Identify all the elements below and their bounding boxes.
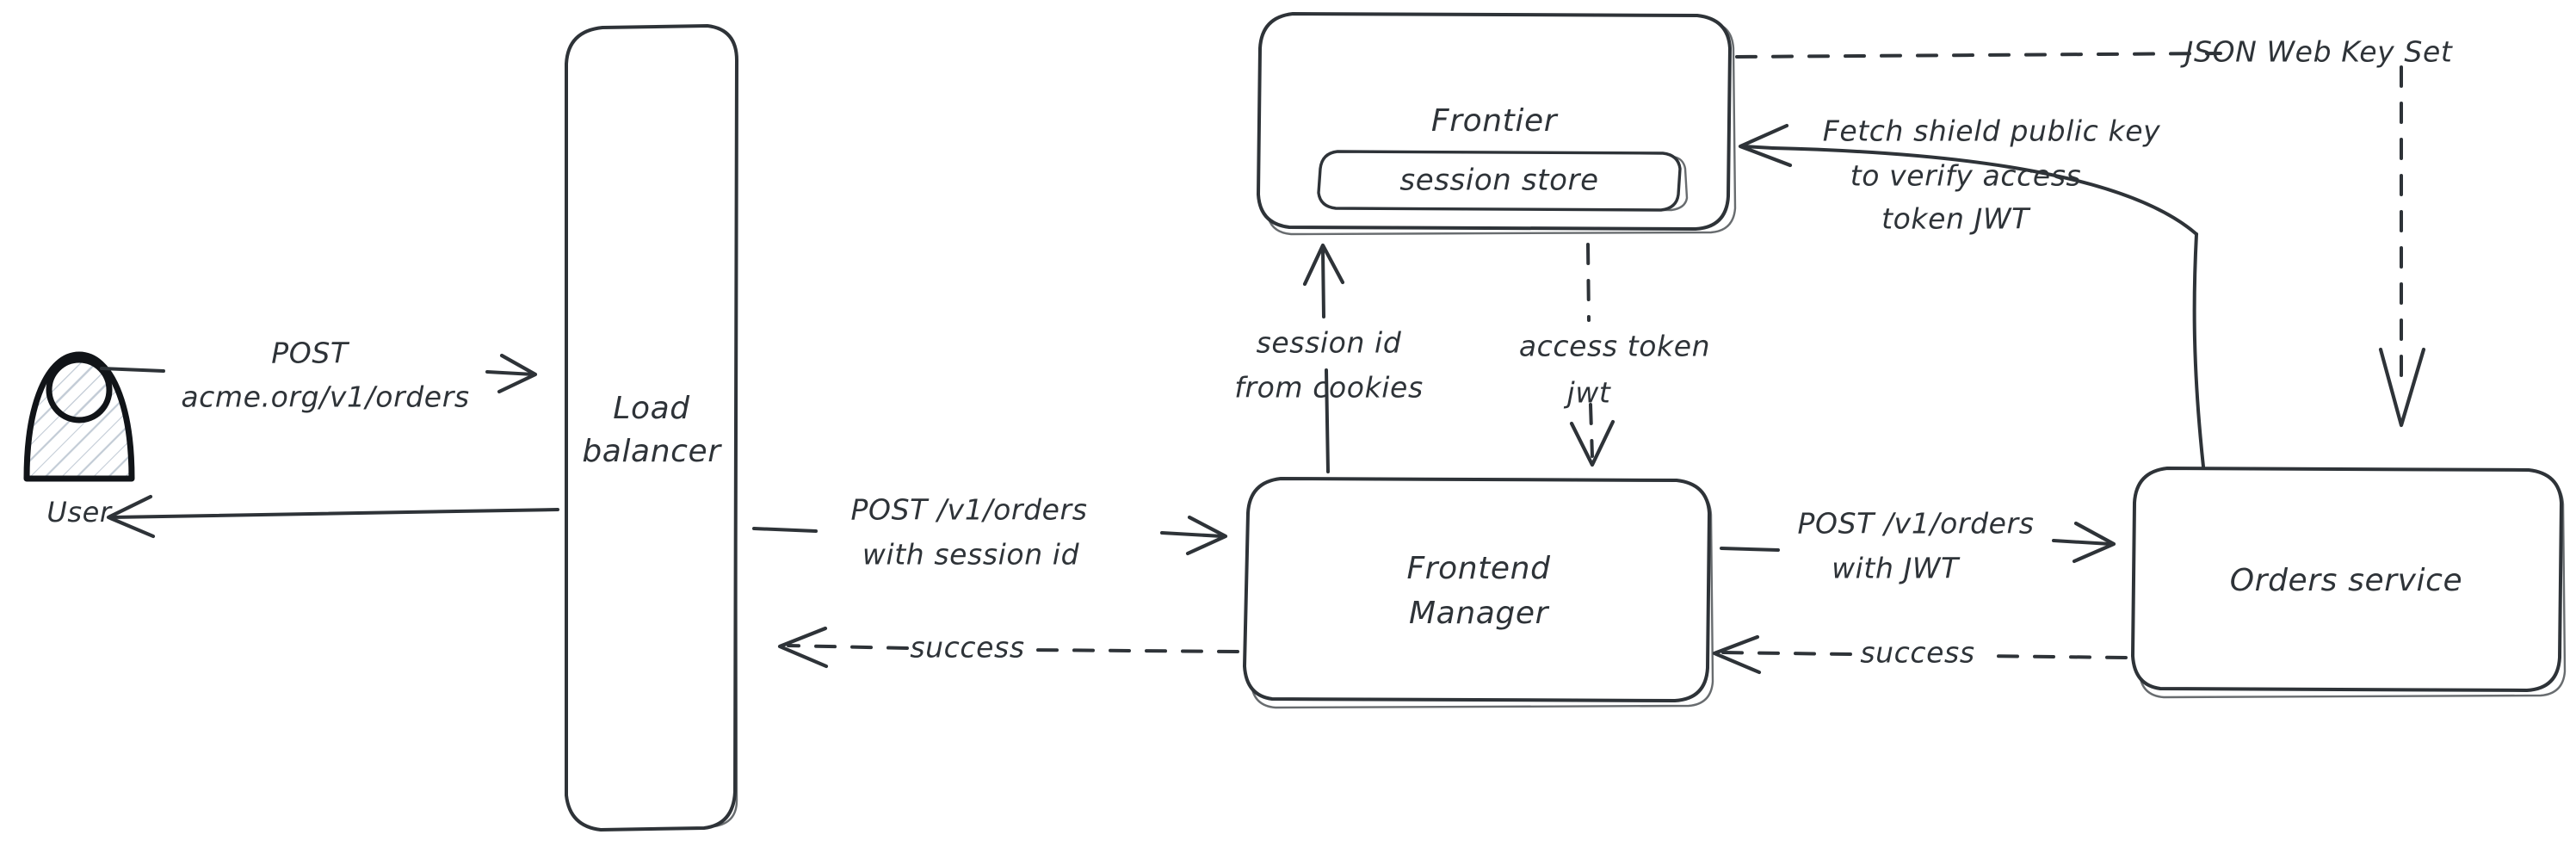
edge-label-access-token: access token bbox=[1519, 330, 1710, 363]
user-label: User bbox=[46, 496, 113, 529]
edge-frontend-manager-to-orders-service: POST /v1/orders with JWT bbox=[1720, 507, 2116, 585]
node-frontend-manager[interactable]: Frontend Manager bbox=[1243, 477, 1714, 709]
edge-user-to-load-balancer: POST acme.org/v1/orders bbox=[100, 337, 538, 414]
edge-frontend-manager-to-frontier: session id from cookies bbox=[1234, 243, 1424, 473]
edge-orders-service-to-frontend-manager: success bbox=[1712, 634, 2128, 675]
user-avatar-icon bbox=[23, 351, 135, 482]
edge-label-session-id: session id bbox=[1257, 326, 1402, 360]
edge-label-from-cookies: from cookies bbox=[1234, 371, 1424, 405]
edge-label-with-jwt: with JWT bbox=[1832, 552, 1961, 585]
edge-label-acme-url: acme.org/v1/orders bbox=[181, 380, 469, 414]
frontend-manager-label-line1: Frontend bbox=[1406, 551, 1551, 586]
edge-label-with-session-id: with session id bbox=[862, 538, 1080, 572]
edge-label-to-verify-access: to verify access bbox=[1850, 159, 2082, 193]
edge-load-balancer-to-user bbox=[106, 494, 559, 539]
edge-orders-service-to-frontier: Fetch shield public key to verify access… bbox=[1738, 114, 2205, 468]
edge-label-post-v1-orders-session: POST /v1/orders bbox=[851, 493, 1088, 527]
edge-frontier-to-orders-jwks: JSON Web Key Set bbox=[1735, 35, 2453, 428]
session-store-label: session store bbox=[1399, 164, 1598, 198]
edge-label-token-jwt: token JWT bbox=[1881, 202, 2031, 236]
edge-label-success-lb: success bbox=[910, 631, 1024, 665]
edge-frontend-manager-to-load-balancer: success bbox=[777, 626, 1239, 669]
load-balancer-label-line1: Load bbox=[613, 391, 690, 426]
frontier-label: Frontier bbox=[1431, 103, 1559, 139]
node-orders-service[interactable]: Orders service bbox=[2131, 467, 2567, 699]
edge-label-fetch-shield-key: Fetch shield public key bbox=[1823, 114, 2160, 148]
node-frontier[interactable]: Frontier session store bbox=[1257, 12, 1737, 236]
frontier-session-store[interactable]: session store bbox=[1317, 150, 1689, 212]
edge-load-balancer-to-frontend-manager: POST /v1/orders with session id bbox=[752, 493, 1228, 572]
edge-label-post: POST bbox=[271, 337, 350, 370]
orders-service-label: Orders service bbox=[2230, 563, 2463, 598]
edge-frontier-to-frontend-manager: access token jwt bbox=[1519, 243, 1710, 467]
node-load-balancer[interactable]: Load balancer bbox=[565, 24, 738, 832]
frontend-manager-label-line2: Manager bbox=[1409, 596, 1550, 631]
edge-label-post-v1-orders-jwt: POST /v1/orders bbox=[1798, 507, 2035, 541]
load-balancer-label-line2: balancer bbox=[582, 434, 722, 469]
edge-label-jwt: jwt bbox=[1564, 376, 1611, 410]
edge-label-success-orders: success bbox=[1860, 636, 1974, 670]
edge-label-json-web-key-set: JSON Web Key Set bbox=[2180, 35, 2453, 69]
